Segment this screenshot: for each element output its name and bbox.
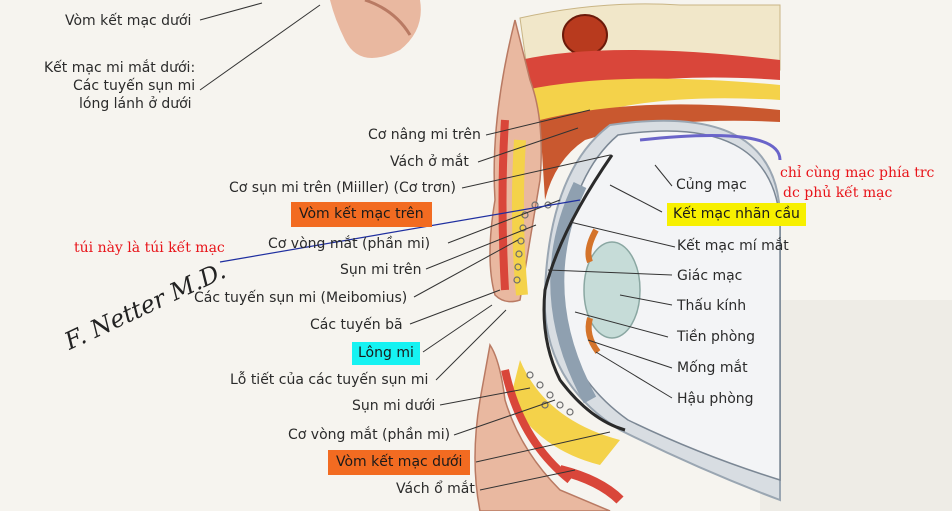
label-long-mi: Lông mi bbox=[352, 342, 420, 365]
label-vom-ket-mac-tren: Vòm kết mạc trên bbox=[291, 202, 432, 227]
tarsal-upper bbox=[511, 139, 528, 296]
label-tien-phong: Tiền phòng bbox=[677, 329, 756, 345]
muscle-layer-upper bbox=[520, 50, 780, 160]
label-sun-mi-duoi: Sụn mi dưới bbox=[352, 398, 436, 414]
lower-eyelid-skin bbox=[474, 343, 611, 511]
conjunctiva-line bbox=[542, 154, 626, 432]
meibomian-glands-upper bbox=[513, 201, 552, 284]
lens bbox=[583, 241, 641, 339]
note-pointer-line bbox=[219, 199, 581, 263]
leader-lines bbox=[199, 2, 676, 491]
cornea bbox=[550, 181, 597, 404]
label-co-sun-mi-tren: Cơ sụn mi trên (Miiller) (Cơ trơn) bbox=[229, 180, 456, 196]
label-lo-tiet: Lỗ tiết của các tuyến sụn mi bbox=[230, 372, 429, 388]
orbicularis-upper bbox=[498, 119, 509, 291]
orbicularis-lower bbox=[501, 369, 573, 484]
tarsal-lower bbox=[510, 360, 620, 465]
iris-upper bbox=[585, 228, 599, 264]
bone-sinus bbox=[562, 14, 608, 56]
label-thau-kinh: Thấu kính bbox=[677, 298, 747, 314]
label-co-vong-mat-top: Cơ vòng mắt (phần mi) bbox=[268, 236, 431, 252]
label-sun-mi-tren: Sụn mi trên bbox=[340, 262, 422, 278]
levator-muscle bbox=[540, 104, 780, 200]
meibomian-glands-lower bbox=[526, 371, 574, 416]
finger-fragment bbox=[330, 0, 421, 58]
label-vom-ket-mac-duoi-top: Vòm kết mạc dưới bbox=[65, 13, 192, 29]
fingernail-edge bbox=[364, 0, 412, 36]
label-mong-mat: Mống mắt bbox=[677, 360, 748, 376]
label-tuyen-meibomius: Các tuyến sụn mi (Meibomius) bbox=[194, 290, 408, 306]
label-tuyen-ba: Các tuyến bã bbox=[310, 317, 403, 333]
label-vom-ket-mac-duoi-bottom: Vòm kết mạc dưới bbox=[328, 450, 471, 475]
note-left: túi này là túi kết mạc bbox=[74, 240, 225, 256]
iris-lower bbox=[585, 317, 601, 354]
fat-layer-upper bbox=[525, 78, 780, 180]
background-panel bbox=[760, 300, 952, 511]
note-right-line-1: chỉ cùng mạc phía trc bbox=[780, 165, 935, 181]
label-cung-mac: Củng mạc bbox=[676, 177, 747, 193]
retina-purple bbox=[639, 134, 782, 161]
label-co-vong-mat-bottom: Cơ vòng mắt (phần mi) bbox=[288, 427, 451, 443]
label-co-nang-mi-tren: Cơ nâng mi trên bbox=[368, 127, 481, 143]
note-right-line-2: dc phủ kết mạc bbox=[783, 185, 893, 201]
label-vach-o-mat-top: Vách ở mắt bbox=[390, 154, 469, 170]
label-hau-phong: Hậu phòng bbox=[677, 391, 754, 407]
label-ket-mac-nhan-cau: Kết mạc nhãn cầu bbox=[667, 203, 806, 226]
label-ket-mac-mi-mat-duoi-3: lóng lánh ở dưới bbox=[79, 96, 192, 112]
label-vach-o-mat-bottom: Vách ổ mắt bbox=[396, 481, 475, 497]
label-ket-mac-mi-mat-duoi-2: Các tuyến sụn mi bbox=[73, 78, 196, 94]
label-ket-mac-mi-mat: Kết mạc mí mắt bbox=[677, 238, 789, 254]
label-giac-mac: Giác mạc bbox=[677, 268, 743, 284]
label-ket-mac-mi-mat-duoi-1: Kết mạc mi mắt dưới: bbox=[44, 60, 196, 76]
